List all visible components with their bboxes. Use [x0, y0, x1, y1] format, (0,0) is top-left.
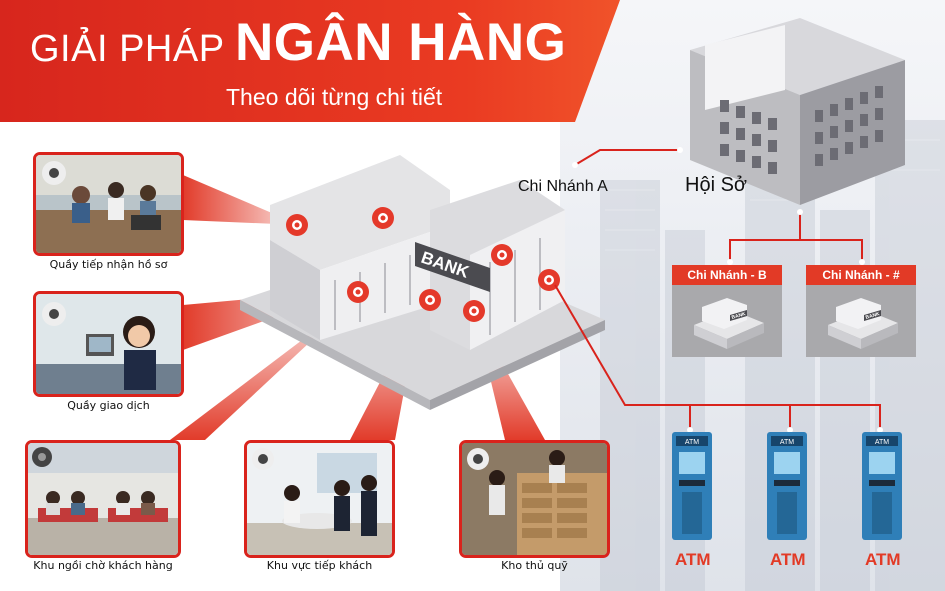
branch-card-other: Chi Nhánh - # BANK — [806, 265, 916, 357]
photo-guest-area — [244, 440, 395, 558]
photo-transaction-counter — [33, 291, 184, 397]
title-banner — [0, 0, 620, 122]
subtitle: Theo dõi từng chi tiết — [226, 84, 443, 110]
waiting-scene-image — [28, 443, 178, 555]
branch-other-building-icon: BANK — [828, 298, 898, 349]
photo-vault — [459, 440, 610, 558]
caption-guest: Khu vực tiếp khách — [266, 559, 373, 572]
atm-label-1: ATM — [675, 550, 711, 569]
atm-1-screen-label: ATM — [685, 439, 699, 446]
caption-vault: Kho thủ quỹ — [501, 559, 568, 572]
atm-machine-icon: ATM — [767, 432, 807, 540]
caption-reception: Quầy tiếp nhận hồ sơ — [49, 258, 168, 271]
branch-b-label: Chi Nhánh - B — [672, 265, 782, 285]
branch-other-sign: BANK — [865, 311, 881, 321]
caption-transaction: Quầy giao dịch — [67, 399, 150, 412]
guest-scene-image — [247, 443, 392, 555]
photo-waiting-area — [25, 440, 181, 558]
headquarters-label: Hội Sở — [685, 174, 748, 196]
branch-other-label: Chi Nhánh - # — [806, 265, 916, 285]
branch-card-b: Chi Nhánh - B BANK — [672, 265, 782, 357]
branch-a-label: Chi Nhánh A — [518, 178, 608, 195]
atm-machine-icon: ATM — [672, 432, 712, 540]
photo-reception-counter — [33, 152, 184, 256]
transaction-scene-image — [36, 294, 181, 394]
branch-b-building-icon: BANK — [694, 298, 764, 349]
atm-3-screen-label: ATM — [875, 439, 889, 446]
reception-scene-image — [36, 155, 181, 253]
atm-label-3: ATM — [865, 550, 901, 569]
title-prefix: GIẢI PHÁP — [30, 28, 225, 70]
caption-waiting: Khu ngồi chờ khách hàng — [33, 559, 173, 572]
atm-2-screen-label: ATM — [780, 439, 794, 446]
atm-machine-icon: ATM — [862, 432, 902, 540]
atm-label-2: ATM — [770, 550, 806, 569]
title-main: NGÂN HÀNG — [235, 13, 567, 72]
branch-b-sign: BANK — [731, 311, 747, 321]
camera-markers — [286, 207, 560, 322]
vault-scene-image — [462, 443, 607, 555]
